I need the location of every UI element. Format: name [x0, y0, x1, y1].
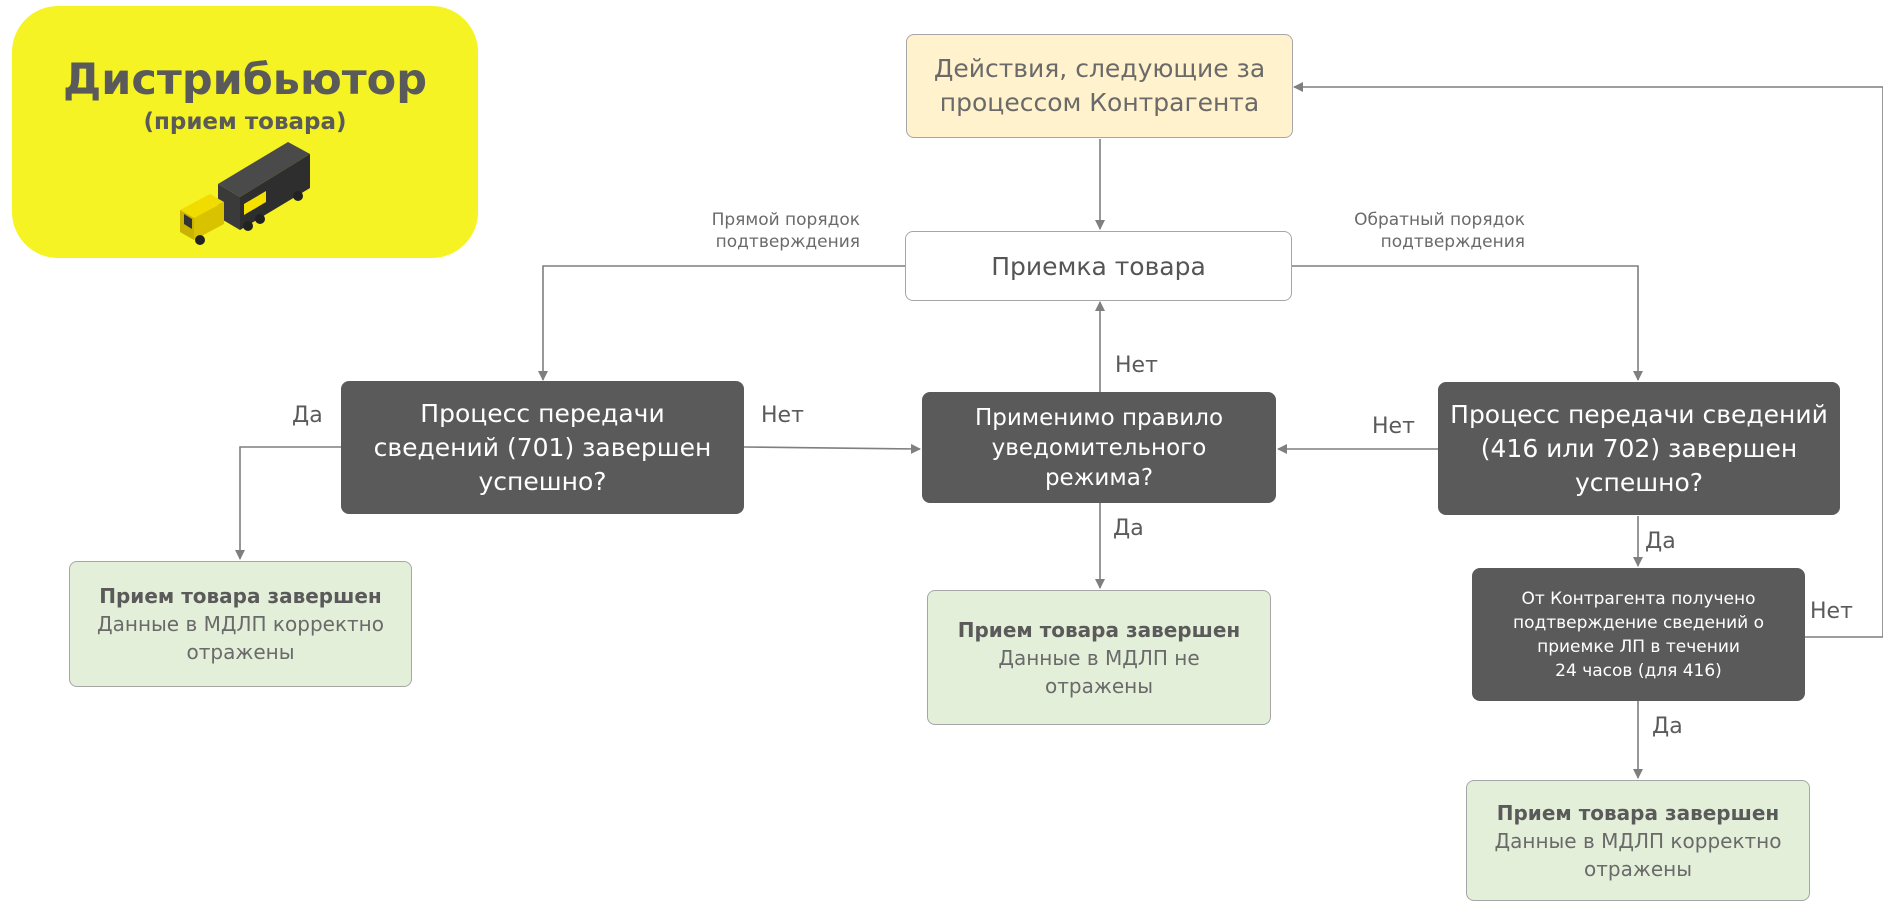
label-rule-yes: Да: [1113, 516, 1144, 541]
result-middle: Прием товара завершен Данные в МДЛП не о…: [927, 590, 1271, 725]
label-701-no: Нет: [761, 403, 804, 428]
label-24-yes: Да: [1652, 714, 1683, 739]
direct-order-label: Прямой порядок подтверждения: [711, 210, 860, 252]
edge-24-no: [1293, 82, 1883, 638]
start-node: Действия, следующие за процессом Контраг…: [906, 34, 1293, 138]
edge-reverse-order: [1290, 265, 1643, 381]
label-24-no: Нет: [1810, 599, 1853, 624]
decision-notification-rule: Применимо правило уведомительного режима…: [922, 392, 1276, 503]
result-left-title: Прием товара завершен: [99, 584, 382, 608]
label-rule-no: Нет: [1115, 353, 1158, 378]
receive-goods-node: Приемка товара: [905, 231, 1292, 301]
edge-701-no: [743, 443, 921, 454]
label-416-yes: Да: [1645, 529, 1676, 554]
label-416-no: Нет: [1372, 414, 1415, 439]
edge-701-yes: [235, 446, 341, 560]
badge-title: Дистрибьютор: [62, 55, 427, 105]
badge-subtitle: (прием товара): [143, 109, 347, 135]
decision-confirmation-24h: От Контрагента получено подтверждение св…: [1472, 568, 1805, 701]
result-right-title: Прием товара завершен: [1496, 800, 1780, 825]
decision-416-702: Процесс передачи сведений (416 или 702) …: [1438, 382, 1840, 515]
result-right: Прием товара завершен Данные в МДЛП корр…: [1466, 780, 1810, 901]
reverse-order-label: Обратный порядок подтверждения: [1354, 210, 1525, 252]
result-middle-title: Прием товара завершен: [957, 617, 1241, 642]
result-left: Прием товара завершен Данные в МДЛП корр…: [69, 561, 412, 687]
edge-direct-order: [538, 265, 905, 381]
start-node-line-2: процессом Контрагента: [939, 88, 1260, 117]
decision-701: Процесс передачи сведений (701) завершен…: [341, 381, 744, 514]
receive-goods-label: Приемка товара: [991, 251, 1206, 281]
distributor-badge: Дистрибьютор (прием товара): [12, 6, 478, 258]
truck-icon: [180, 142, 310, 245]
label-701-yes: Да: [292, 403, 323, 428]
start-node-line-1: Действия, следующие за: [933, 54, 1266, 83]
